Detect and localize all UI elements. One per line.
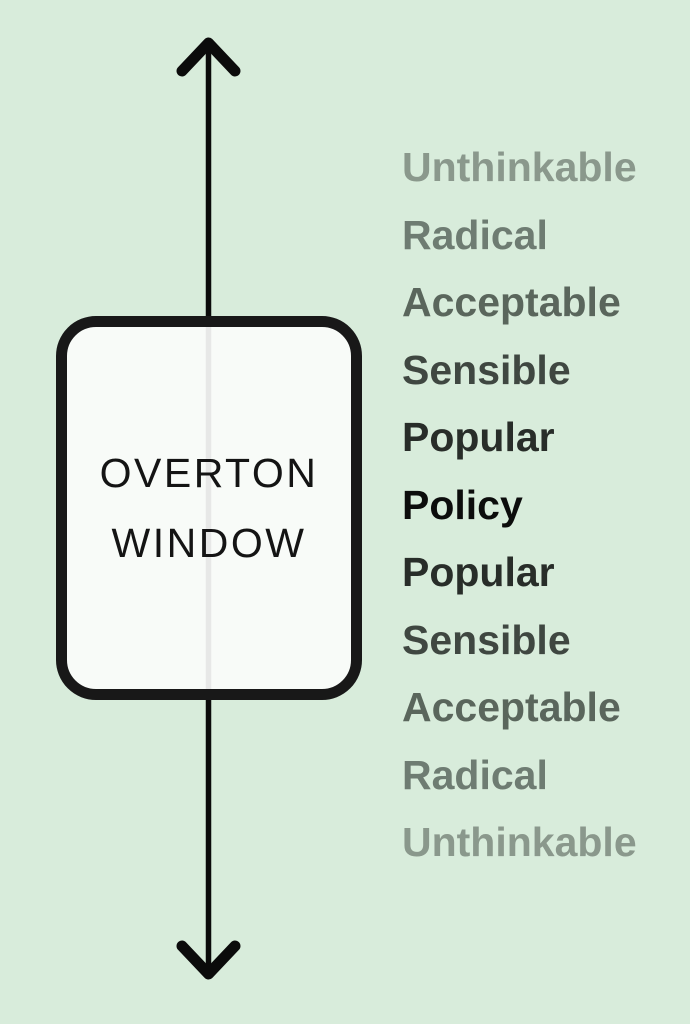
ladder-item: Radical — [402, 751, 548, 798]
up-arrow-icon — [176, 37, 241, 77]
ladder-item: Policy — [402, 481, 523, 528]
ladder-item: Radical — [402, 211, 548, 258]
overton-window-box: OVERTON WINDOW — [56, 316, 362, 700]
ladder-item: Acceptable — [402, 684, 621, 730]
down-arrow-icon — [176, 940, 241, 980]
overton-window-label: OVERTON WINDOW — [100, 438, 319, 578]
ladder-item: Acceptable — [402, 279, 621, 325]
overton-window-label-line1: OVERTON — [99, 450, 319, 496]
ladder-item: Sensible — [402, 616, 571, 663]
overton-window-label-line2: WINDOW — [111, 520, 307, 566]
ladder-item: Unthinkable — [402, 144, 637, 190]
ladder-item: Unthinkable — [402, 819, 637, 865]
ladder-item: Popular — [402, 549, 555, 595]
ladder-item: Popular — [402, 414, 555, 460]
ladder-item: Sensible — [402, 346, 571, 393]
